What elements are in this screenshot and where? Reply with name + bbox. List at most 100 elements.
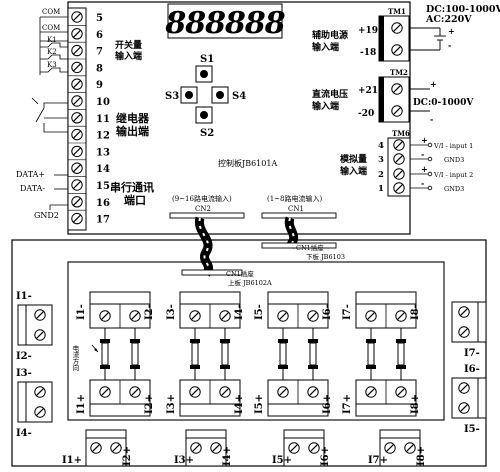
lower-cn1-label: CN1插座 xyxy=(296,243,324,252)
dc-plus-sign: + xyxy=(430,79,437,89)
left-terminal-6: 6 xyxy=(96,30,103,41)
cn2-label: CN2 xyxy=(195,205,211,213)
tm6-pin-4: 4 xyxy=(378,141,384,151)
relay-output-label-2: 输出端 xyxy=(116,124,149,138)
label-com-1: COM xyxy=(42,8,60,16)
left-terminal-17: 17 xyxy=(96,215,110,226)
tm6-terminal xyxy=(387,137,411,197)
current-sensor-1 xyxy=(100,328,110,380)
bottom-block-1 xyxy=(85,429,127,467)
left-terminal-11: 11 xyxy=(96,114,110,125)
switch-s3 xyxy=(180,86,198,104)
bottom-label-3: I3+ xyxy=(174,455,194,466)
inner-bottom-block-2 xyxy=(179,379,241,417)
bottom-label-6: I6+ xyxy=(320,446,331,466)
inner-bottom-label-5: I5+ xyxy=(254,394,265,414)
tm1-minus-pin: -18 xyxy=(360,48,376,58)
switch-s1 xyxy=(195,65,213,83)
analog-minus-1: - xyxy=(421,149,424,159)
cn2-description: (9~16路电流输入) xyxy=(172,194,232,203)
left-terminal-13: 13 xyxy=(96,147,110,158)
inner-bottom-block-3 xyxy=(267,379,329,417)
analog-minus-2: - xyxy=(421,178,424,188)
left-side-block-2 xyxy=(17,381,53,423)
tm6-label: TM6 xyxy=(392,129,410,138)
tm1-terminal xyxy=(378,15,410,62)
power-source-wiring xyxy=(409,27,446,51)
dc-minus-sign: - xyxy=(430,114,433,124)
serial-label-1: 串行通讯 xyxy=(110,180,154,194)
left-terminal-7: 7 xyxy=(96,47,103,58)
inner-top-label-3: I3- xyxy=(166,304,177,320)
upper-board-label: 上板 JB6102A xyxy=(228,278,272,287)
upper-cn1-socket xyxy=(181,269,243,276)
bottom-label-4: I4+ xyxy=(222,446,233,466)
switch-s4 xyxy=(211,86,229,104)
tm2-plus-pin: +21 xyxy=(358,86,378,96)
switch-s1-label: S1 xyxy=(200,54,214,65)
analog-gnd-2: GND3 xyxy=(444,185,464,193)
label-k1: K1 xyxy=(47,36,57,44)
analog-plus-1: + xyxy=(421,135,428,145)
left-side-label-2: I2- xyxy=(16,351,32,362)
lower-board-label: 下板 JB6103 xyxy=(306,252,345,261)
inner-bottom-label-8: I8+ xyxy=(410,394,421,414)
bottom-label-5: I5+ xyxy=(272,455,292,466)
left-side-label-1: I1- xyxy=(16,291,32,302)
inner-top-label-1: I1- xyxy=(76,304,87,320)
left-terminal-8: 8 xyxy=(96,63,103,74)
bottom-label-1: I1+ xyxy=(62,455,82,466)
serial-wiring xyxy=(49,174,68,210)
left-terminal-14: 14 xyxy=(96,164,110,175)
right-side-block-2 xyxy=(451,377,487,419)
inner-bottom-block-4 xyxy=(355,379,417,417)
right-side-label-2: I6- xyxy=(464,364,480,375)
right-side-label-3: I5- xyxy=(464,424,480,435)
inner-bottom-label-4: I4+ xyxy=(234,394,245,414)
bottom-block-3 xyxy=(283,429,325,467)
tm6-pin-1: 1 xyxy=(378,184,384,194)
switch-input-wiring xyxy=(39,16,68,75)
power-dc-range: DC:100-1000V xyxy=(426,4,500,15)
tm2-terminal xyxy=(378,76,410,123)
inner-top-label-7: I7- xyxy=(342,304,353,320)
switch-s4-label: S4 xyxy=(232,91,246,102)
lower-board-outline xyxy=(11,239,487,467)
cn1-label: CN1 xyxy=(288,205,304,213)
tm1-plus-pin: +19 xyxy=(358,26,378,36)
analog-gnd-1: GND3 xyxy=(444,156,464,164)
inner-top-label-8: I8- xyxy=(410,304,421,320)
power-plus-sign: + xyxy=(448,26,455,36)
svg-text:电流方向: 电流方向 xyxy=(71,344,79,372)
tm6-pin-2: 2 xyxy=(378,170,384,180)
inner-top-block-4 xyxy=(355,291,417,329)
dc-voltage-label-2: 输入端 xyxy=(312,100,339,112)
left-side-block-1 xyxy=(17,304,53,346)
analog-input-1: V/I - input 1 xyxy=(433,142,473,150)
current-sensor-5 xyxy=(278,328,288,380)
tm2-label: TM2 xyxy=(390,68,408,77)
inner-top-label-2: I2- xyxy=(144,304,155,320)
dc-voltage-wiring xyxy=(409,88,430,112)
label-gnd2: GND2 xyxy=(34,211,59,220)
current-sensor-6 xyxy=(308,328,318,380)
label-data-plus: DATA+ xyxy=(16,170,45,179)
switch-input-label-2: 输入端 xyxy=(115,50,142,62)
inner-bottom-label-1: I1+ xyxy=(76,394,87,414)
power-label-1: 辅助电源 xyxy=(312,29,348,41)
dc-voltage-label-1: 直流电压 xyxy=(312,88,348,100)
label-data-minus: DATA- xyxy=(20,184,45,193)
right-side-label-1: I7- xyxy=(464,348,480,359)
current-sensor-3 xyxy=(190,328,200,380)
display-digits: 888888 xyxy=(164,6,285,41)
bottom-block-2 xyxy=(185,429,227,467)
analog-label-2: 输入端 xyxy=(340,165,367,177)
left-terminal-15: 15 xyxy=(96,181,110,192)
current-sensor-2 xyxy=(130,328,140,380)
label-k2: K2 xyxy=(47,48,57,56)
analog-label-1: 模拟量 xyxy=(340,153,367,165)
tm6-pin-3: 3 xyxy=(378,155,384,165)
power-minus-sign: - xyxy=(448,40,451,50)
current-sensor-8 xyxy=(396,328,406,380)
